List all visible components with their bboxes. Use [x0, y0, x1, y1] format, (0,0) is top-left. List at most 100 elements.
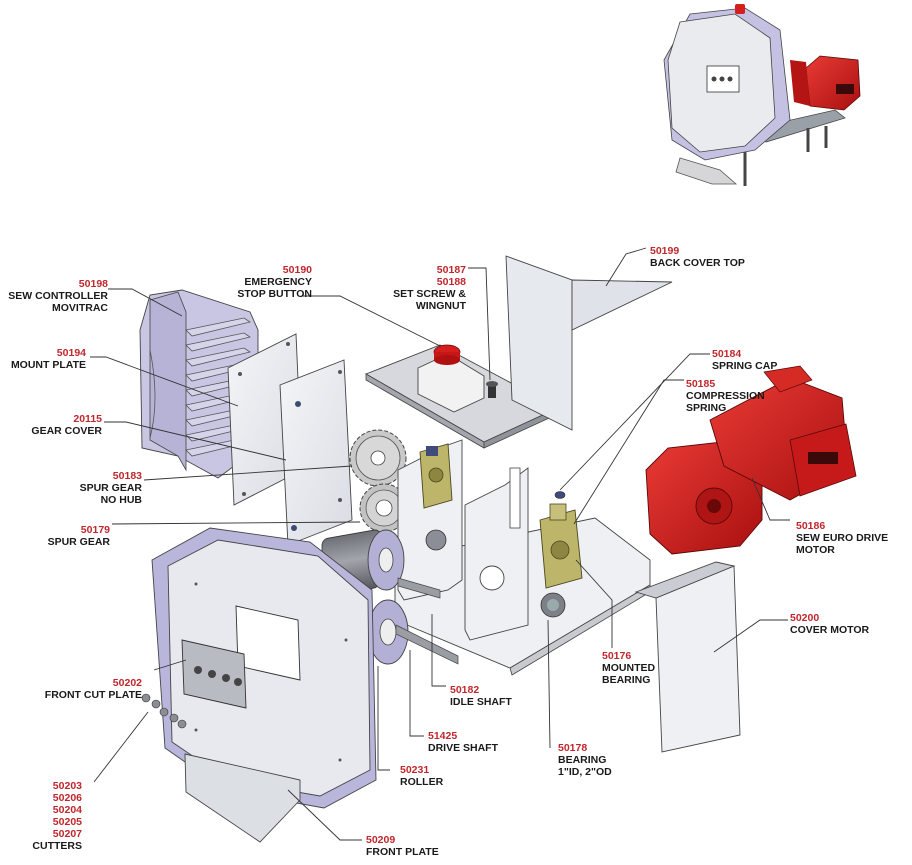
cover-motor-part: [634, 561, 741, 753]
part-desc-50190-line1: EMERGENCY: [244, 276, 312, 288]
sew-motor-icon: [645, 365, 857, 555]
idle-shaft-part: [397, 577, 441, 599]
part-desc-50183-line2: NO HUB: [100, 494, 142, 506]
leader-51425: [409, 650, 424, 737]
part-number-50194: 50194: [56, 347, 86, 359]
part-desc-50187-line2: WINGNUT: [415, 300, 466, 312]
leader-50185: [573, 379, 684, 525]
part-number-51425: 51425: [428, 730, 458, 742]
label-50209: 50209 FRONT PLATE: [366, 834, 439, 858]
part-desc-50176-line1: MOUNTED: [602, 662, 656, 674]
part-desc-51425-line1: DRIVE SHAFT: [428, 742, 499, 754]
label-50198: 50198 SEW CONTROLLER MOVITRAC: [8, 278, 108, 314]
leader-lines: [90, 247, 790, 841]
part-desc-50198-line1: SEW CONTROLLER: [8, 290, 108, 302]
part-desc-50179-line1: SPUR GEAR: [47, 536, 110, 548]
part-number-50200: 50200: [790, 612, 820, 624]
mounted-bearing-part: [539, 503, 583, 589]
leader-50209: [287, 789, 362, 841]
label-50179: 50179 SPUR GEAR: [48, 524, 110, 548]
part-desc-cutters: CUTTERS: [32, 840, 82, 852]
label-50190: 50190 EMERGENCY STOP BUTTON: [237, 264, 312, 300]
leader-20115: [104, 421, 287, 461]
part-desc-50200-line1: COVER MOTOR: [790, 624, 870, 636]
part-number-50190: 50190: [282, 264, 312, 276]
spur-gear-part: [359, 483, 409, 533]
leader-50202: [153, 659, 187, 671]
leader-50190: [302, 295, 441, 347]
roller-part: [321, 529, 409, 665]
part-desc-50209-line1: FRONT PLATE: [366, 846, 439, 858]
leader-50231: [377, 666, 390, 771]
part-desc-50186-line2: MOTOR: [796, 544, 835, 556]
leader-50186: [751, 477, 790, 521]
leader-50199: [605, 247, 647, 287]
part-number-50179: 50179: [80, 524, 110, 536]
part-desc-50194-line1: MOUNT PLATE: [10, 359, 86, 371]
label-50176: 50176 MOUNTED BEARING: [602, 650, 655, 686]
part-number-50207: 50207: [52, 828, 82, 840]
part-number-50186: 50186: [796, 520, 826, 532]
part-desc-50185-line1: COMPRESSION: [686, 390, 765, 402]
part-number-50182: 50182: [450, 684, 480, 696]
leader-50194: [90, 356, 239, 407]
label-50202: 50202 FRONT CUT PLATE: [45, 677, 142, 701]
part-desc-50184-line1: SPRING CAP: [712, 360, 778, 372]
leader-50176: [575, 559, 613, 648]
part-number-50176: 50176: [602, 650, 632, 662]
cutters-part: [141, 693, 187, 729]
leader-50184: [559, 353, 710, 491]
part-desc-50187-line1: SET SCREW &: [393, 288, 466, 300]
spur-gear-no-hub-part: [349, 429, 407, 487]
part-number-50185: 50185: [686, 378, 716, 390]
label-50231: 50231 ROLLER: [400, 764, 443, 788]
set-screw-wingnut-part: [486, 381, 498, 398]
drive-side-plate-part: [464, 467, 529, 641]
leader-50183: [143, 465, 353, 481]
label-50186: 50186 SEW EURO DRIVE MOTOR: [796, 520, 888, 556]
part-desc-50183-line1: SPUR GEAR: [79, 482, 142, 494]
leader-50203: [93, 711, 149, 783]
part-desc-50231-line1: ROLLER: [400, 776, 444, 788]
label-cutters: 50203 50206 50204 50205 50207 CUTTERS: [32, 780, 82, 852]
part-desc-50176-line2: BEARING: [602, 674, 651, 686]
part-number-50178: 50178: [558, 742, 588, 754]
part-number-50205: 50205: [52, 816, 82, 828]
front-plate-part: [151, 527, 377, 843]
part-desc-50178-line2: 1"ID, 2"OD: [558, 766, 612, 778]
part-number-50209: 50209: [366, 834, 396, 846]
part-number-50183: 50183: [112, 470, 142, 482]
label-50178: 50178 BEARING 1"ID, 2"OD: [558, 742, 612, 778]
part-number-50187: 50187: [436, 264, 466, 276]
part-number-50188: 50188: [436, 276, 466, 288]
part-desc-50178-line1: BEARING: [558, 754, 607, 766]
gear-cover-part: [279, 359, 353, 546]
part-number-50204: 50204: [52, 804, 82, 816]
part-desc-50198-line2: MOVITRAC: [52, 302, 108, 314]
emergency-stop-button-part: [417, 344, 485, 413]
label-50182: 50182 IDLE SHAFT: [450, 684, 512, 708]
part-desc-50186-line1: SEW EURO DRIVE: [796, 532, 889, 544]
leader-50200: [713, 619, 788, 653]
assembled-machine-icon: [663, 4, 861, 186]
part-desc-20115-line1: GEAR COVER: [31, 425, 102, 437]
label-50194: 50194 MOUNT PLATE: [11, 347, 86, 371]
part-number-50199: 50199: [650, 245, 680, 257]
part-number-50203: 50203: [52, 780, 82, 792]
leader-50198: [108, 288, 183, 317]
part-number-50184: 50184: [712, 348, 742, 360]
leader-50178: [547, 619, 551, 749]
part-number-20115: 20115: [73, 413, 102, 425]
label-50183: 50183 SPUR GEAR NO HUB: [80, 470, 142, 506]
front-cut-plate-part: [181, 639, 247, 709]
label-50187: 50187 50188 SET SCREW & WINGNUT: [393, 264, 466, 312]
label-50200: 50200 COVER MOTOR: [790, 612, 869, 636]
part-desc-50202-line1: FRONT CUT PLATE: [44, 689, 142, 701]
part-number-50198: 50198: [78, 278, 108, 290]
back-cover-top-part: [505, 255, 673, 431]
mounted-bearing-upper-part: [419, 443, 453, 509]
label-50199: 50199 BACK COVER TOP: [650, 245, 745, 269]
part-number-50206: 50206: [52, 792, 82, 804]
label-50184: 50184 SPRING CAP: [712, 348, 777, 372]
